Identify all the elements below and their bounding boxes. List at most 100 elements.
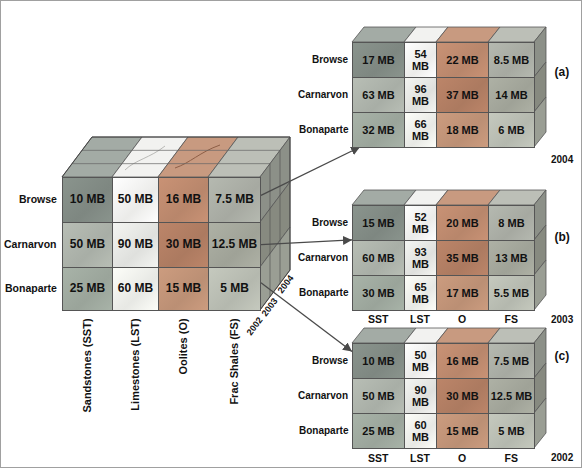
size-value: 25 MB xyxy=(362,425,394,437)
data-cell: 52 MB xyxy=(404,205,437,241)
data-cell: 20 MB xyxy=(436,205,489,241)
main-cube-faces xyxy=(62,137,290,310)
year-label: 2002 xyxy=(246,316,265,337)
column-label: Oolites (O) xyxy=(178,318,189,374)
size-value: 32 MB xyxy=(362,124,394,136)
slice-block: (c)10 MB50 MB16 MB7.5 MB50 MB90 MB30 MB1… xyxy=(352,343,534,448)
size-value: 30 MB xyxy=(446,390,478,402)
data-cell: 5 MB xyxy=(208,267,261,311)
data-cell: 5.5 MB xyxy=(488,275,535,311)
arrow-connector xyxy=(261,147,360,195)
panel-letter: (c) xyxy=(555,350,570,362)
size-value: 15 MB xyxy=(362,217,394,229)
slab-line xyxy=(280,150,281,283)
data-cell: 25 MB xyxy=(62,267,113,311)
size-value: 8 MB xyxy=(498,217,524,229)
column-label: LST xyxy=(410,314,430,325)
side-face xyxy=(260,227,290,310)
stone-vein xyxy=(125,146,165,170)
size-value: 63 MB xyxy=(362,89,394,101)
data-cell: 8.5 MB xyxy=(488,42,535,78)
year-label: 2004 xyxy=(551,155,573,165)
data-cell: 12.5 MB xyxy=(208,222,261,268)
year-label: 2004 xyxy=(277,274,296,295)
column-label: SST xyxy=(368,453,388,464)
size-value: 93 MB xyxy=(406,246,435,270)
connector-group xyxy=(261,147,360,352)
row-label: Carnarvon xyxy=(298,391,348,401)
column-label: Limestones (LST) xyxy=(130,318,141,410)
data-cell: 63 MB xyxy=(352,77,405,113)
data-cell: 7.5 MB xyxy=(208,177,261,223)
size-value: 15 MB xyxy=(446,425,478,437)
size-value: 37 MB xyxy=(446,89,478,101)
data-cell: 30 MB xyxy=(158,222,209,268)
size-value: 60 MB xyxy=(362,252,394,264)
data-cell: 60 MB xyxy=(112,267,159,311)
size-value: 60 MB xyxy=(406,419,435,443)
size-value: 65 MB xyxy=(406,281,435,305)
data-cell: 15 MB xyxy=(436,413,489,449)
data-cell: 50 MB xyxy=(62,222,113,268)
data-cell: 15 MB xyxy=(352,205,405,241)
size-value: 5 MB xyxy=(220,282,249,295)
size-value: 60 MB xyxy=(118,282,153,295)
data-cell: 96 MB xyxy=(404,77,437,113)
row-label: Bonaparte xyxy=(299,426,348,436)
column-label: FS xyxy=(505,453,518,464)
size-value: 10 MB xyxy=(362,355,394,367)
size-value: 5.5 MB xyxy=(494,287,529,299)
size-value: 6 MB xyxy=(498,124,524,136)
slice-block: (b)15 MB52 MB20 MB8 MB60 MB93 MB35 MB13 … xyxy=(352,205,534,310)
data-cell: 17 MB xyxy=(352,42,405,78)
row-label: Browse xyxy=(312,55,348,65)
panel-letter: (b) xyxy=(555,231,570,243)
cube-outline xyxy=(62,137,290,310)
data-cell: 13 MB xyxy=(488,240,535,276)
data-cell: 6 MB xyxy=(488,112,535,148)
column-label: SST xyxy=(368,314,388,325)
data-cell: 22 MB xyxy=(436,42,489,78)
size-value: 35 MB xyxy=(446,252,478,264)
data-cell: 50 MB xyxy=(112,177,159,223)
size-value: 96 MB xyxy=(406,83,435,107)
row-label: Browse xyxy=(19,194,57,205)
data-cell: 65 MB xyxy=(404,275,437,311)
panel-letter: (a) xyxy=(555,66,570,78)
data-cell: 17 MB xyxy=(436,275,489,311)
size-value: 25 MB xyxy=(70,282,105,295)
data-cell: 32 MB xyxy=(352,112,405,148)
column-label: Sandstones (SST) xyxy=(82,318,93,412)
size-value: 50 MB xyxy=(362,390,394,402)
size-value: 17 MB xyxy=(362,54,394,66)
size-value: 14 MB xyxy=(495,89,527,101)
slab-line xyxy=(82,150,280,151)
size-value: 90 MB xyxy=(406,384,435,408)
year-label: 2003 xyxy=(551,315,573,325)
row-label: Carnarvon xyxy=(298,253,348,263)
side-face xyxy=(534,97,546,147)
size-value: 12.5 MB xyxy=(491,390,533,402)
size-value: 18 MB xyxy=(446,124,478,136)
data-cell: 15 MB xyxy=(158,267,209,311)
data-cell: 8 MB xyxy=(488,205,535,241)
size-value: 30 MB xyxy=(362,287,394,299)
row-label: Bonaparte xyxy=(5,283,57,294)
size-value: 7.5 MB xyxy=(215,193,254,206)
row-label: Browse xyxy=(312,356,348,366)
size-value: 50 MB xyxy=(406,349,435,373)
data-cell: 60 MB xyxy=(404,413,437,449)
arrow-connector xyxy=(261,240,352,245)
year-label: 2003 xyxy=(260,296,279,317)
arrow-connector xyxy=(261,283,352,352)
column-label: O xyxy=(458,453,466,464)
row-label: Browse xyxy=(312,218,348,228)
slice-faces xyxy=(352,328,546,448)
size-value: 54 MB xyxy=(406,48,435,72)
data-cell: 12.5 MB xyxy=(488,378,535,414)
column-label: LST xyxy=(410,453,430,464)
size-value: 22 MB xyxy=(446,54,478,66)
size-value: 8.5 MB xyxy=(494,54,529,66)
